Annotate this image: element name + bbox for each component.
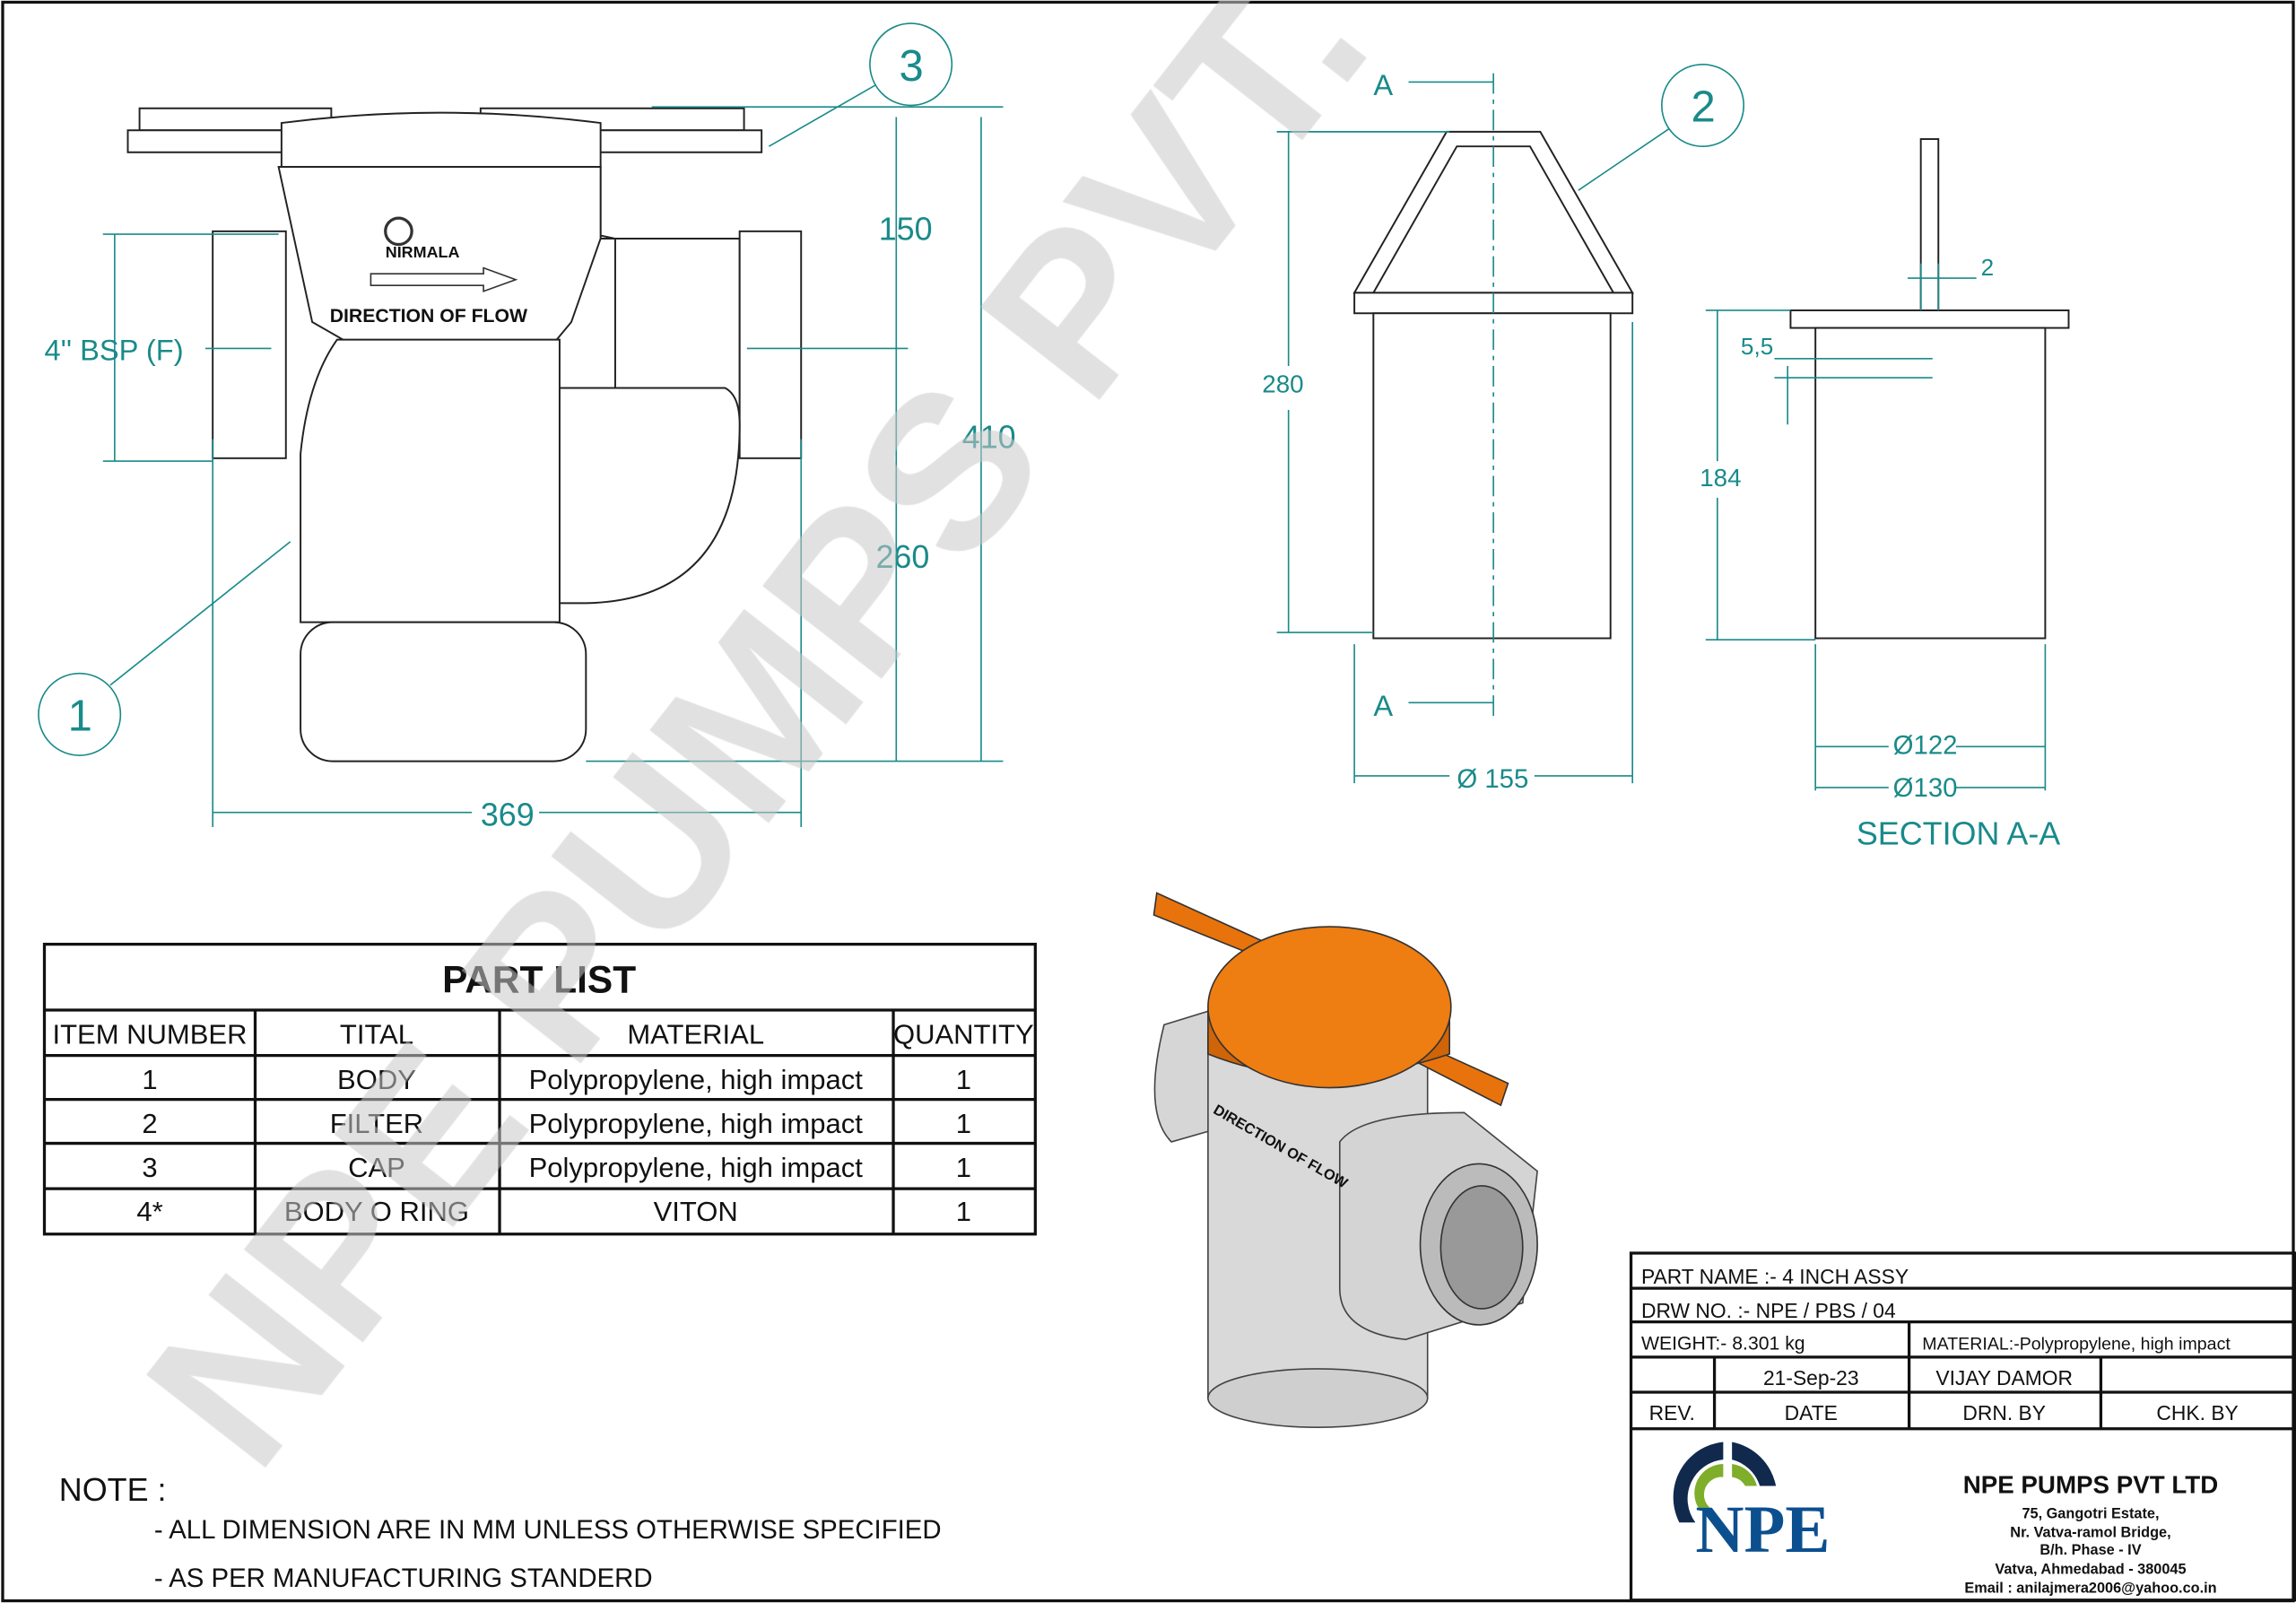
address-line: Nr. Vatva-ramol Bridge, — [2010, 1525, 2170, 1541]
cell-title: BODY O RING — [284, 1196, 469, 1227]
dim-dia-130: Ø130 — [1893, 773, 1958, 803]
address-line: Vatva, Ahmedabad - 380045 — [1995, 1561, 2186, 1577]
section-title: SECTION A-A — [1857, 816, 2060, 852]
dim-2: 2 — [1981, 254, 1995, 281]
dim-369: 369 — [481, 797, 535, 832]
note-title: NOTE : — [59, 1472, 167, 1508]
dim-280: 280 — [1262, 370, 1303, 397]
cell-material: VITON — [654, 1196, 738, 1227]
cell-material: Polypropylene, high impact — [529, 1064, 864, 1095]
section-mark-top: A — [1373, 68, 1393, 101]
header-item-number: ITEM NUMBER — [53, 1019, 248, 1050]
cell-item: 4* — [136, 1196, 162, 1227]
left-port — [212, 230, 287, 459]
cell-quantity: 1 — [956, 1064, 971, 1095]
balloon-3-label: 3 — [900, 42, 924, 91]
cell-item: 2 — [142, 1108, 157, 1139]
cap-dome — [280, 111, 602, 169]
dim-410: 410 — [962, 419, 1016, 455]
section-rim — [1789, 309, 2070, 329]
part-name: PART NAME :- 4 INCH ASSY — [1641, 1265, 1909, 1288]
section-handle — [1919, 138, 1940, 311]
header-quantity: QUANTITY — [893, 1019, 1034, 1050]
dim-260: 260 — [875, 539, 929, 575]
dim-dia-155: Ø 155 — [1457, 764, 1528, 794]
npe-logo-text: NPE — [1695, 1493, 1830, 1567]
dim-150: 150 — [879, 212, 933, 248]
note-line: - ALL DIMENSION ARE IN MM UNLESS OTHERWI… — [154, 1515, 942, 1545]
filter-mesh — [1372, 312, 1612, 640]
cap-iso — [1207, 926, 1452, 1089]
flow-label: DIRECTION OF FLOW — [330, 306, 527, 327]
drawn-by-value: VIJAY DAMOR — [1935, 1366, 2073, 1390]
cell-title: CAP — [348, 1152, 405, 1183]
balloon-2-label: 2 — [1691, 83, 1715, 131]
checked-by-label: CHK. BY — [2156, 1401, 2238, 1424]
drawn-by-label: DRN. BY — [1962, 1401, 2046, 1424]
email: Email : anilajmera2006@yahoo.co.in — [1964, 1581, 2216, 1597]
company-name: NPE PUMPS PVT LTD — [1963, 1471, 2219, 1499]
port-size-label: 4'' BSP (F) — [44, 333, 183, 366]
cell-item: 1 — [142, 1064, 157, 1095]
note-line: - AS PER MANUFACTURING STANDERD — [154, 1564, 653, 1593]
body-shell — [277, 166, 602, 623]
rev-label: REV. — [1649, 1401, 1695, 1424]
dim-dia-122: Ø122 — [1893, 730, 1958, 760]
cell-quantity: 1 — [956, 1108, 971, 1139]
cell-item: 3 — [142, 1152, 157, 1183]
cell-title: BODY — [337, 1064, 416, 1095]
cell-title: FILTER — [330, 1108, 424, 1139]
material: MATERIAL:-Polypropylene, high impact — [1922, 1335, 2231, 1355]
cell-quantity: 1 — [956, 1152, 971, 1183]
header-material: MATERIAL — [627, 1019, 764, 1050]
body-bowl — [300, 621, 587, 762]
part-list-title: PART LIST — [442, 958, 636, 1000]
weight: WEIGHT:- 8.301 kg — [1641, 1334, 1805, 1355]
section-mark-bottom: A — [1373, 689, 1393, 722]
dim-5-5: 5,5 — [1741, 333, 1773, 360]
dim-184: 184 — [1700, 464, 1741, 492]
cell-quantity: 1 — [956, 1196, 971, 1227]
brand-logo-text: NIRMALA — [386, 243, 460, 261]
date-label: DATE — [1785, 1401, 1838, 1424]
cell-material: Polypropylene, high impact — [529, 1152, 864, 1183]
header-title: TITAL — [340, 1019, 413, 1050]
section-wall — [1814, 327, 2047, 640]
date-value: 21-Sep-23 — [1763, 1366, 1859, 1390]
address-line: 75, Gangotri Estate, — [2022, 1505, 2159, 1521]
address-line: B/h. Phase - IV — [2039, 1542, 2141, 1558]
right-port — [738, 230, 803, 459]
cell-material: Polypropylene, high impact — [529, 1108, 864, 1139]
balloon-1-label: 1 — [68, 692, 92, 740]
drawing-number: DRW NO. :- NPE / PBS / 04 — [1641, 1299, 1896, 1322]
